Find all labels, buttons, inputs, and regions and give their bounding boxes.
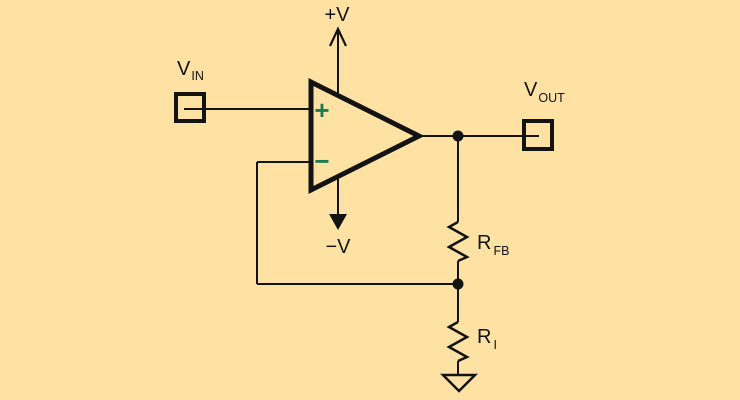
rfb-label-main: R [477, 232, 491, 254]
noninverting-input-sign: + [314, 95, 329, 125]
ri-label-sub: I [493, 338, 496, 352]
opamp-signs: + − [314, 95, 329, 176]
output-terminal-square [522, 119, 554, 151]
negative-supply-arrow-icon [329, 214, 347, 230]
rfb-label-sub: FB [493, 244, 509, 258]
inverting-input-sign: − [314, 146, 329, 176]
opamp-triangle [308, 77, 425, 195]
positive-supply-label: +V [324, 4, 350, 26]
circuit-lines [174, 26, 554, 393]
vout-label: VOUT [524, 79, 565, 105]
resistor-input-zigzag [446, 320, 470, 363]
ground-icon [439, 373, 479, 393]
vout-label-sub: OUT [538, 91, 565, 105]
vout-label-main: V [524, 79, 538, 101]
feedback-junction-dot [452, 278, 464, 290]
output-junction-dot [452, 130, 464, 142]
vin-label-main: V [177, 58, 191, 80]
input-terminal-square [174, 92, 206, 123]
positive-supply-arrow-icon [329, 26, 347, 47]
vin-label-sub: IN [191, 69, 204, 83]
negative-supply-label: −V [325, 236, 351, 258]
resistor-feedback-zigzag [446, 220, 470, 263]
vin-label: VIN [177, 58, 204, 83]
ri-label-main: R [477, 326, 491, 348]
